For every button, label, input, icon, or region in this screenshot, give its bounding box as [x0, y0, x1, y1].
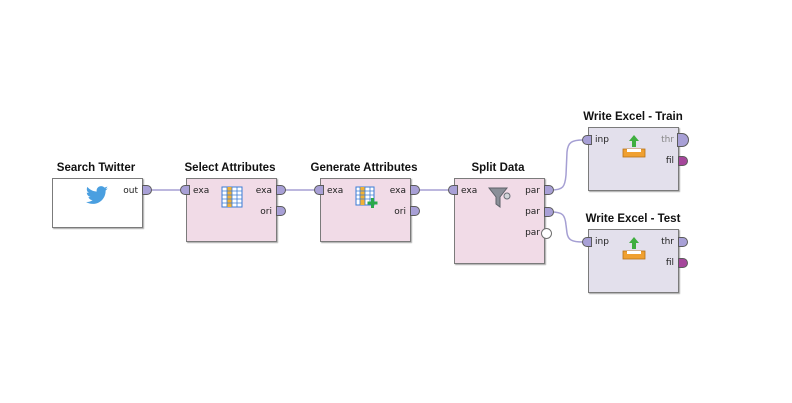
split-data-par-3-port[interactable]	[541, 228, 552, 239]
write-excel-test-fil-port[interactable]	[678, 258, 688, 268]
port-label-par-2: par	[525, 207, 540, 217]
port-label-thr: thr	[661, 237, 674, 247]
port-label-par-3: par	[525, 228, 540, 238]
write-excel-train-thr-port[interactable]	[677, 133, 689, 147]
generate-attributes-exa-in-port[interactable]	[314, 185, 324, 195]
write-excel-test-operator[interactable]: inp thr fil	[588, 229, 679, 293]
port-label-fil: fil	[665, 258, 674, 268]
split-data-operator[interactable]: exa par par par	[454, 178, 545, 264]
wire-split-to-train[interactable]	[550, 139, 584, 191]
split-data-exa-in-port[interactable]	[448, 185, 458, 195]
write-excel-train-inp-port[interactable]	[582, 135, 592, 145]
port-label-exa-in: exa	[327, 186, 344, 196]
port-label-exa-in: exa	[193, 186, 210, 196]
search-twitter-title: Search Twitter	[56, 162, 136, 174]
wire-split-to-test[interactable]	[550, 211, 584, 243]
twitter-bird-icon	[85, 186, 108, 204]
write-excel-test-inp-port[interactable]	[582, 237, 592, 247]
generate-attributes-exa-out-port[interactable]	[410, 185, 420, 195]
port-label-exa-in: exa	[461, 186, 478, 196]
split-data-title: Split Data	[471, 162, 525, 174]
table-add-icon	[355, 186, 378, 208]
generate-attributes-title: Generate Attributes	[310, 162, 418, 174]
upload-tray-icon	[622, 135, 646, 158]
port-label-exa-out: exa	[389, 186, 406, 196]
port-label-fil: fil	[665, 156, 674, 166]
write-excel-train-title: Write Excel - Train	[583, 111, 683, 123]
funnel-icon	[488, 187, 511, 208]
port-label-ori-out: ori	[260, 207, 272, 217]
port-label-exa-out: exa	[255, 186, 272, 196]
select-attributes-title: Select Attributes	[184, 162, 276, 174]
split-data-par-1-port[interactable]	[544, 185, 554, 195]
port-label-ori-out: ori	[394, 207, 406, 217]
select-attributes-exa-in-port[interactable]	[180, 185, 190, 195]
port-label-out: out	[123, 186, 138, 196]
generate-attributes-operator[interactable]: exa exa ori	[320, 178, 411, 242]
port-label-inp: inp	[595, 237, 609, 247]
port-label-thr: thr	[661, 135, 674, 145]
select-attributes-exa-out-port[interactable]	[276, 185, 286, 195]
write-excel-test-title: Write Excel - Test	[585, 213, 681, 225]
port-label-inp: inp	[595, 135, 609, 145]
split-data-par-2-port[interactable]	[544, 207, 554, 217]
table-columns-icon	[221, 186, 243, 208]
write-excel-test-thr-port[interactable]	[678, 237, 688, 247]
write-excel-train-operator[interactable]: inp thr fil	[588, 127, 679, 191]
write-excel-train-fil-port[interactable]	[678, 156, 688, 166]
select-attributes-ori-out-port[interactable]	[276, 206, 286, 216]
generate-attributes-ori-out-port[interactable]	[410, 206, 420, 216]
search-twitter-operator[interactable]: out	[52, 178, 143, 228]
select-attributes-operator[interactable]: exa exa ori	[186, 178, 277, 242]
upload-tray-icon	[622, 237, 646, 260]
port-label-par-1: par	[525, 186, 540, 196]
search-twitter-out-port[interactable]	[142, 185, 152, 195]
